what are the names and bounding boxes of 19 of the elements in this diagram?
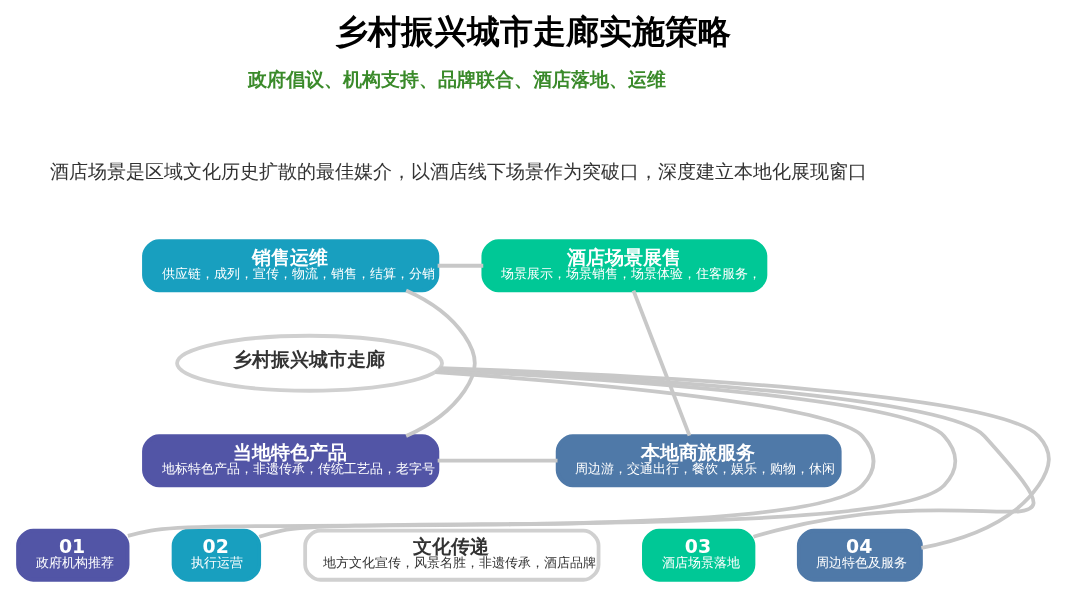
connector: [126, 370, 875, 538]
connector: [437, 263, 483, 268]
node-box: 酒店场景展售 场景展示，场景销售，场景体验，住客服务，: [480, 239, 767, 293]
connector: [404, 288, 477, 438]
connector: [258, 368, 957, 539]
connector: [631, 289, 691, 437]
connector: [437, 458, 557, 463]
node-box: 文化传递 地方文化宣传，风景名胜，非遗传承，酒店品牌: [302, 528, 600, 582]
label: 政府倡议、机构支持、品牌联合、酒店落地、运维: [247, 67, 666, 90]
node-box: 本地商旅服务 周边游，交通出行，餐饮，娱乐，购物，休闲: [555, 434, 842, 488]
node-box: 当地特色产品 地标特色产品，非遗传承，传统工艺品，老字号: [141, 434, 439, 488]
node-box: 03 酒店场景落地: [641, 528, 755, 582]
diagram-title: 乡村振兴城市走廊实施策略: [334, 13, 731, 52]
node-box: 销售运维 供应链，成列，宣传，物流，销售，结算，分销: [141, 239, 439, 293]
node-box: 02 执行运营: [171, 528, 261, 582]
node-box: 04 周边特色及服务: [796, 528, 923, 582]
node-ellipse: 乡村振兴城市走廊: [174, 333, 444, 393]
node-box: 01 政府机构推荐: [15, 528, 129, 582]
label: 酒店场景是区域文化历史扩散的最佳媒介，以酒店线下场景作为突破口，深度建立本地化展现窗口: [49, 159, 867, 182]
